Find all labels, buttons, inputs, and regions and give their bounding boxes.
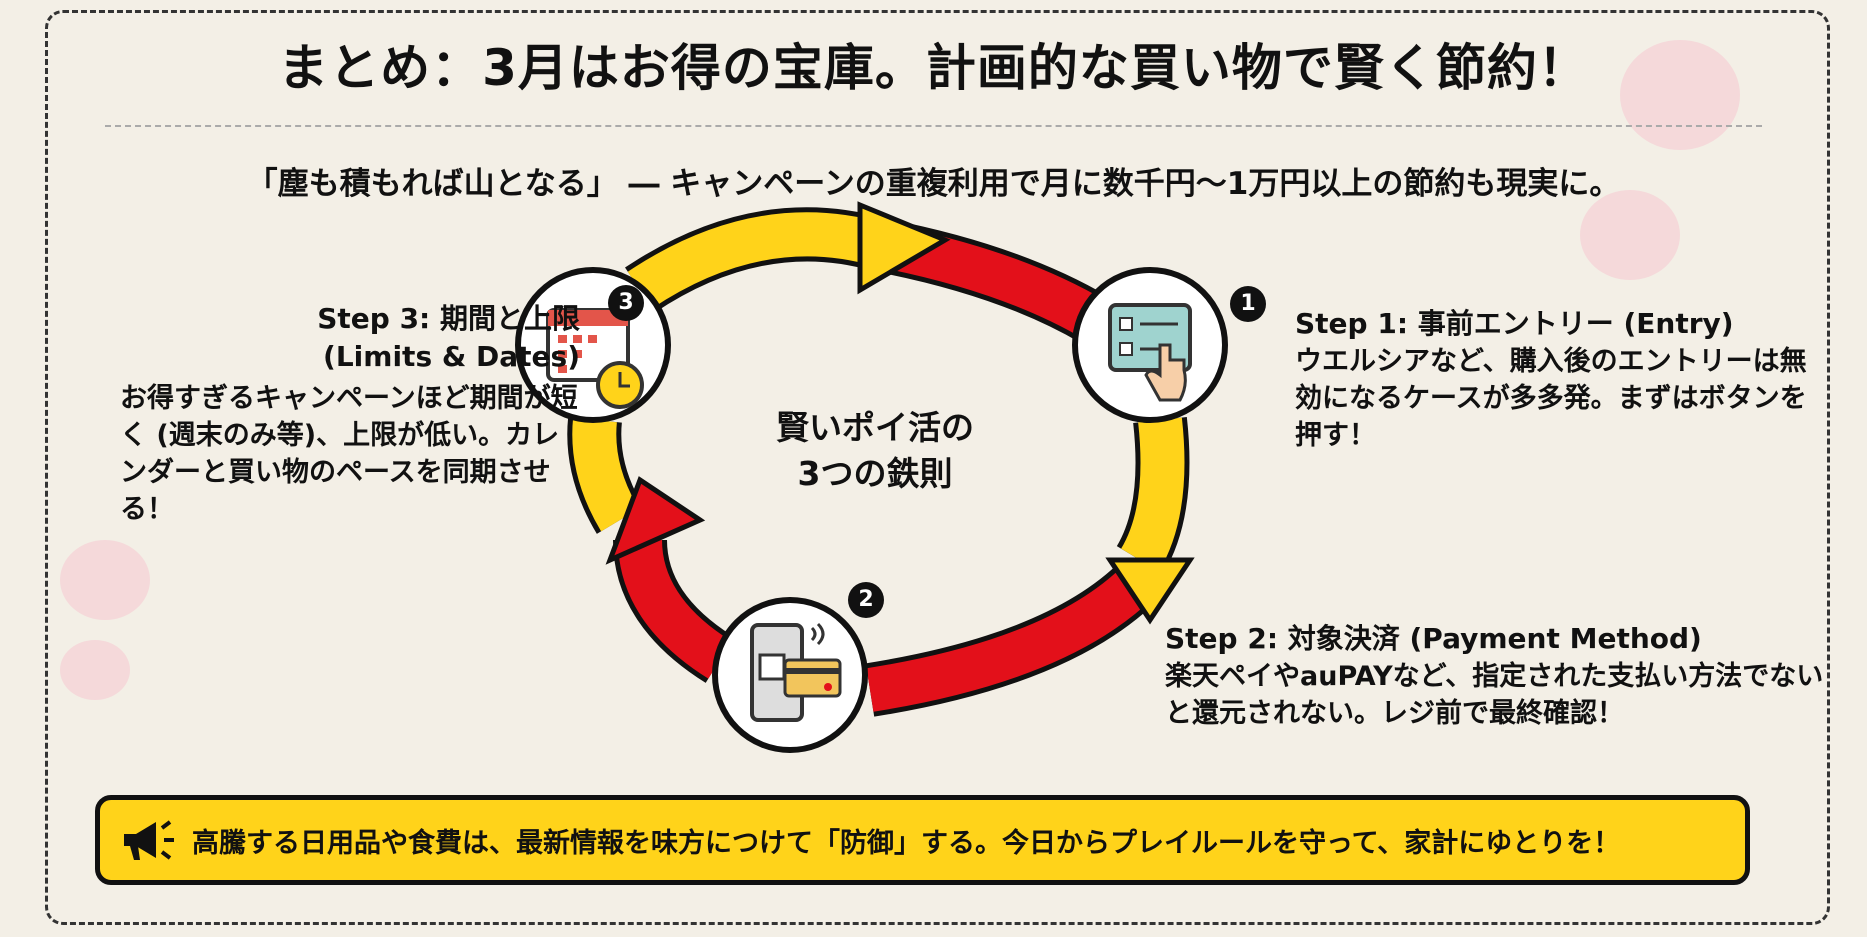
step2-body: 楽天ペイやauPAYなど、指定された支払い方法でないと還元されない。レジ前で最終… [1165,661,1824,729]
cherry-blossom-decoration [60,540,150,620]
cherry-blossom-decoration [60,640,130,700]
step3-number-badge: 3 [608,285,644,321]
center-label-line: 賢いポイ活の [776,408,974,447]
cycle-arrow-yellow [572,417,640,532]
arrowhead [857,201,951,295]
phone-payment-icon [750,622,842,722]
arrowhead [1105,557,1195,625]
step1-body: ウエルシアなど、購入後のエントリーは無効になるケースが多多発。まずはボタンを押す… [1295,346,1807,451]
banner-text: 高騰する日用品や食費は、最新情報を味方につけて「防御」する。今日からプレイルール… [192,827,1621,859]
step3-heading: Step 3: 期間と上限 [317,302,580,335]
step3-heading-sub: (Limits & Dates) [323,340,580,373]
step2-heading: Step 2: 対象決済 (Payment Method) [1165,622,1702,655]
cherry-blossom-decoration [1580,190,1680,280]
cycle-arrow-yellow [627,212,887,309]
cycle-arrow-red [618,539,732,679]
arrowhead [605,476,706,565]
page-title: まとめ：3月はお得の宝庫。計画的な買い物で賢く節約！ [278,39,1589,97]
cherry-blossom-decoration [1620,40,1740,150]
step1-text: Step 1: 事前エントリー (Entry) ウエルシアなど、購入後のエントリ… [1295,305,1815,454]
step2-text: Step 2: 対象決済 (Payment Method) 楽天ペイやauPAY… [1165,620,1825,732]
step2-number-badge: 2 [848,582,884,618]
calendar-clock-icon [546,308,644,409]
cycle-arrow-red [866,564,1156,712]
divider [105,125,1762,127]
step3-body: お得すぎるキャンペーンほど期間が短く (週末のみ等)、上限が低い。カレンダーと買… [120,383,578,525]
step1-heading: Step 1: 事前エントリー (Entry) [1295,307,1734,340]
checklist-hand-icon [1108,303,1192,402]
subtitle: 「塵も積もれば山となる」 ― キャンペーンの重複利用で月に数千円〜1万円以上の節… [246,166,1621,202]
center-label: 賢いポイ活の 3つの鉄則 [770,405,980,497]
step3-text: Step 3: 期間と上限 (Limits & Dates) お得すぎるキャンペ… [120,300,580,528]
dashed-frame [45,10,1830,925]
megaphone-icon [124,820,174,860]
center-label-line: 3つの鉄則 [797,454,953,493]
cycle-arrow-yellow [1120,417,1185,572]
bottom-banner: 高騰する日用品や食費は、最新情報を味方につけて「防御」する。今日からプレイルール… [95,795,1750,885]
step1-number-badge: 1 [1230,286,1266,322]
